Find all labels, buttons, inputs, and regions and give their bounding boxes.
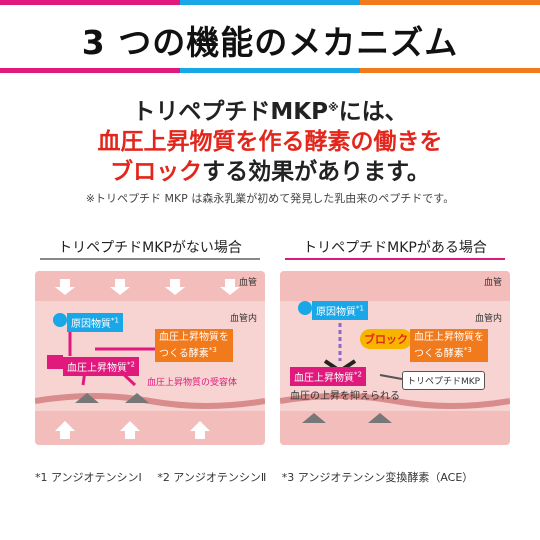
left-arrows [35,279,265,439]
right-cause-face-icon [298,301,312,315]
left-vessel-inner-label: 血管内 [229,314,257,324]
footnote-2: *2 アンジオテンシンⅡ [157,471,267,484]
left-cause-substance: 原因物質*1 [67,313,123,332]
right-suppressed-label: 血圧の上昇を抑えられる [290,391,400,402]
right-vessel-label: 血管 [483,278,502,288]
footnote-3: *3 アンジオテンシン変換酵素（ACE） [281,471,474,484]
title-underline-bar [0,68,540,73]
right-cause-substance: 原因物質*1 [312,301,368,320]
left-panel-title: トリペプチドMKPがない場合 [58,240,242,256]
top-color-bar [0,0,540,5]
right-enzyme-box: 血圧上昇物質を つくる酵素*3 [410,329,488,363]
headline-line-1: トリペプチドMKP※には、 [132,99,408,125]
left-vessel-label: 血管 [238,278,257,288]
headline-line-3: ブロックする効果があります。 [110,159,430,185]
right-vessel-inner-label: 血管内 [474,314,502,324]
right-panel-title: トリペプチドMKPがある場合 [303,240,487,256]
right-raising-substance: 血圧上昇物質*2 [290,367,366,386]
right-panel-diagram: 血管 血管内 原因物質*1 ブロック 血圧上昇物質を つくる酵素*3 血圧上昇物… [280,271,510,445]
right-mkp-label: トリペプチドMKP [402,371,486,390]
right-panel-underline [285,258,505,260]
left-cause-face-icon [53,313,67,327]
left-raising-substance: 血圧上昇物質*2 [63,357,139,376]
left-receptor-label: 血圧上昇物質の受容体 [147,378,238,388]
left-panel-underline [40,258,260,260]
left-raising-icon [47,355,63,369]
left-panel-diagram: 血管 血管内 原因物質*1 血圧上昇物質を つくる酵素*3 血圧上昇物質*2 血… [35,271,265,445]
right-block-badge: ブロック [360,329,412,349]
footnote-1: *1 アンジオテンシンⅠ [35,471,142,484]
page-title: 3 つの機能のメカニズム [81,23,459,62]
left-enzyme-box: 血圧上昇物質を つくる酵素*3 [155,329,233,363]
footnotes: *1 アンジオテンシンⅠ *2 アンジオテンシンⅡ *3 アンジオテンシン変換酵… [35,469,485,485]
footnote-mkp: ※トリペプチド MKP は森永乳業が初めて発見した乳由来のペプチドです。 [85,192,455,205]
headline-line-2: 血圧上昇物質を作る酵素の働きを [97,129,443,155]
